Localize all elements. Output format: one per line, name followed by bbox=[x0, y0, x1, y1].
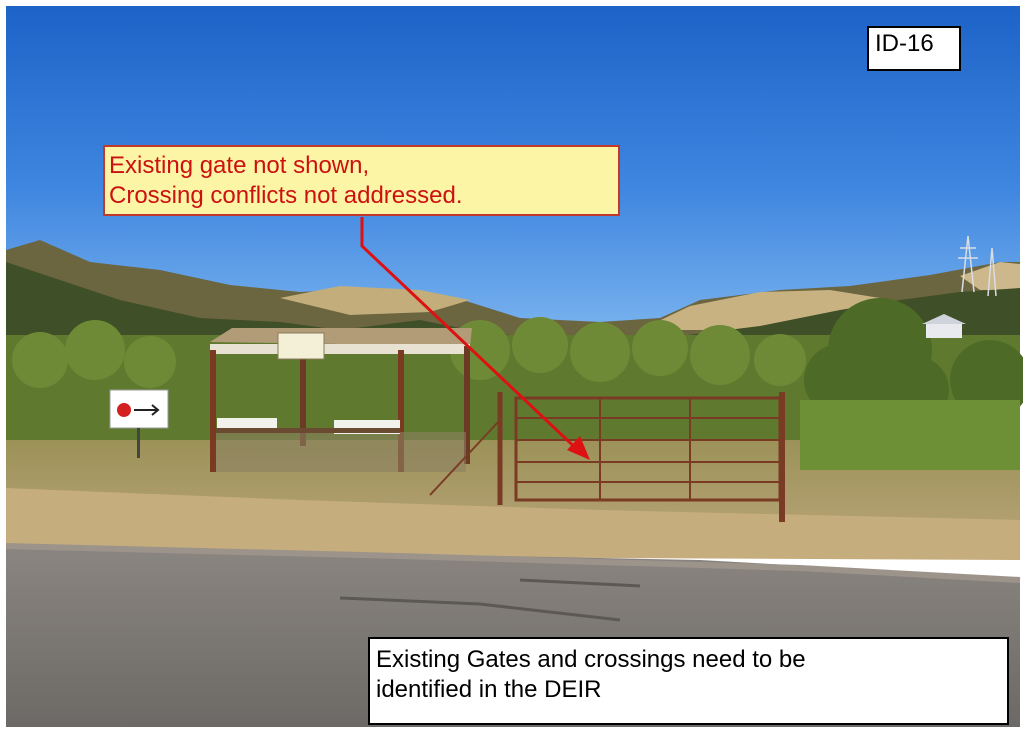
callout-line-1: Existing gate not shown, bbox=[109, 152, 370, 179]
road-edge bbox=[5, 543, 1021, 583]
large-tree bbox=[804, 298, 1023, 424]
rusty-gate bbox=[429, 392, 785, 522]
fruit-stand bbox=[210, 328, 472, 472]
power-tower bbox=[958, 235, 997, 297]
hill-tan bbox=[280, 286, 470, 315]
dirt-strip bbox=[6, 488, 1020, 560]
deir-note: Existing Gates and crossings need to be … bbox=[368, 637, 1009, 725]
callout-arrow bbox=[360, 217, 590, 460]
id-label: ID-16 bbox=[867, 26, 961, 71]
house bbox=[926, 322, 962, 338]
green-patch bbox=[800, 400, 1020, 470]
road-cracks bbox=[339, 578, 641, 622]
apple-sign bbox=[109, 389, 169, 458]
callout-line-2: Crossing conflicts not addressed. bbox=[109, 182, 463, 209]
gate-callout: Existing gate not shown, Crossing confli… bbox=[103, 145, 620, 216]
note-line-2: identified in the DEIR bbox=[376, 676, 602, 703]
orchard-trees bbox=[12, 317, 806, 388]
note-line-1: Existing Gates and crossings need to be bbox=[376, 646, 806, 673]
